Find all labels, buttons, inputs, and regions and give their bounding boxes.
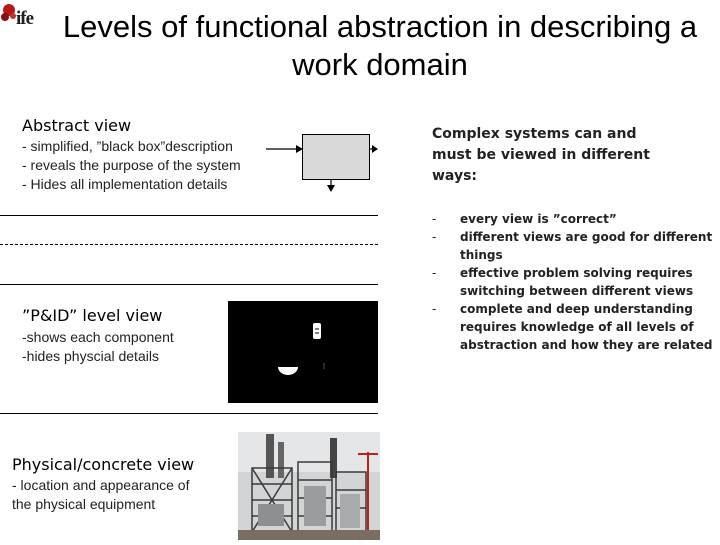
abstract-view-heading: Abstract view bbox=[22, 116, 132, 135]
arrow-down-icon bbox=[327, 180, 335, 192]
separator-line bbox=[0, 215, 378, 216]
pid-diagram-image bbox=[228, 301, 378, 403]
heading-line: Complex systems can and bbox=[432, 126, 637, 142]
abstract-line: - simplified, ”black box”description bbox=[22, 138, 233, 154]
physical-line: - location and appearance of bbox=[12, 477, 190, 493]
separator-line bbox=[0, 413, 378, 414]
logo-text: ife bbox=[16, 8, 34, 29]
bullet-item: - complete and deep understanding requir… bbox=[432, 300, 720, 354]
ife-logo-icon bbox=[0, 2, 44, 34]
pid-view-heading: ”P&ID” level view bbox=[22, 306, 163, 325]
physical-line: the physical equipment bbox=[12, 496, 156, 512]
bullet-line: every view is ”correct” bbox=[460, 212, 617, 226]
arrow-right-icon bbox=[266, 145, 378, 153]
bullet-item: - every view is ”correct” bbox=[432, 210, 720, 228]
bullet-dash: - bbox=[432, 230, 437, 244]
bullet-line: different views are good for different bbox=[460, 230, 713, 244]
bullet-line: things bbox=[460, 248, 503, 262]
bullet-line: complete and deep understanding bbox=[460, 302, 693, 316]
pid-line: -hides physcial details bbox=[22, 348, 159, 364]
bullet-line: switching between different views bbox=[460, 284, 694, 298]
bullet-item: - effective problem solving requires swi… bbox=[432, 264, 720, 300]
physical-view-heading: Physical/concrete view bbox=[12, 455, 195, 474]
abstract-view-description: - simplified, ”black box”description - r… bbox=[22, 137, 241, 194]
black-box-icon bbox=[302, 134, 370, 180]
bullet-dash: - bbox=[432, 212, 437, 226]
bullet-item: - different views are good for different… bbox=[432, 228, 720, 264]
page-title: Levels of functional abstraction in desc… bbox=[62, 9, 698, 82]
black-box-diagram bbox=[266, 145, 378, 192]
bullet-line: requires knowledge of all levels of bbox=[460, 320, 694, 334]
separator-dashed-line bbox=[0, 244, 378, 245]
bullet-line: effective problem solving requires bbox=[460, 266, 693, 280]
pid-line: -shows each component bbox=[22, 329, 174, 345]
bullet-dash: - bbox=[432, 266, 437, 280]
heading-line: must be viewed in different bbox=[432, 147, 650, 163]
abstract-line: - reveals the purpose of the system bbox=[22, 157, 241, 173]
pid-view-description: -shows each component -hides physcial de… bbox=[22, 328, 174, 366]
physical-view-description: - location and appearance of the physica… bbox=[12, 476, 189, 514]
plant-photo-image bbox=[238, 432, 380, 540]
heading-line: ways: bbox=[432, 168, 478, 184]
bullet-dash: - bbox=[432, 302, 437, 316]
complex-systems-heading: Complex systems can and must be viewed i… bbox=[432, 124, 692, 187]
bullet-line: abstraction and how they are related bbox=[460, 338, 713, 352]
views-bullet-list: - every view is ”correct” - different vi… bbox=[432, 210, 720, 354]
separator-line bbox=[0, 284, 378, 285]
abstract-line: - Hides all implementation details bbox=[22, 176, 228, 192]
